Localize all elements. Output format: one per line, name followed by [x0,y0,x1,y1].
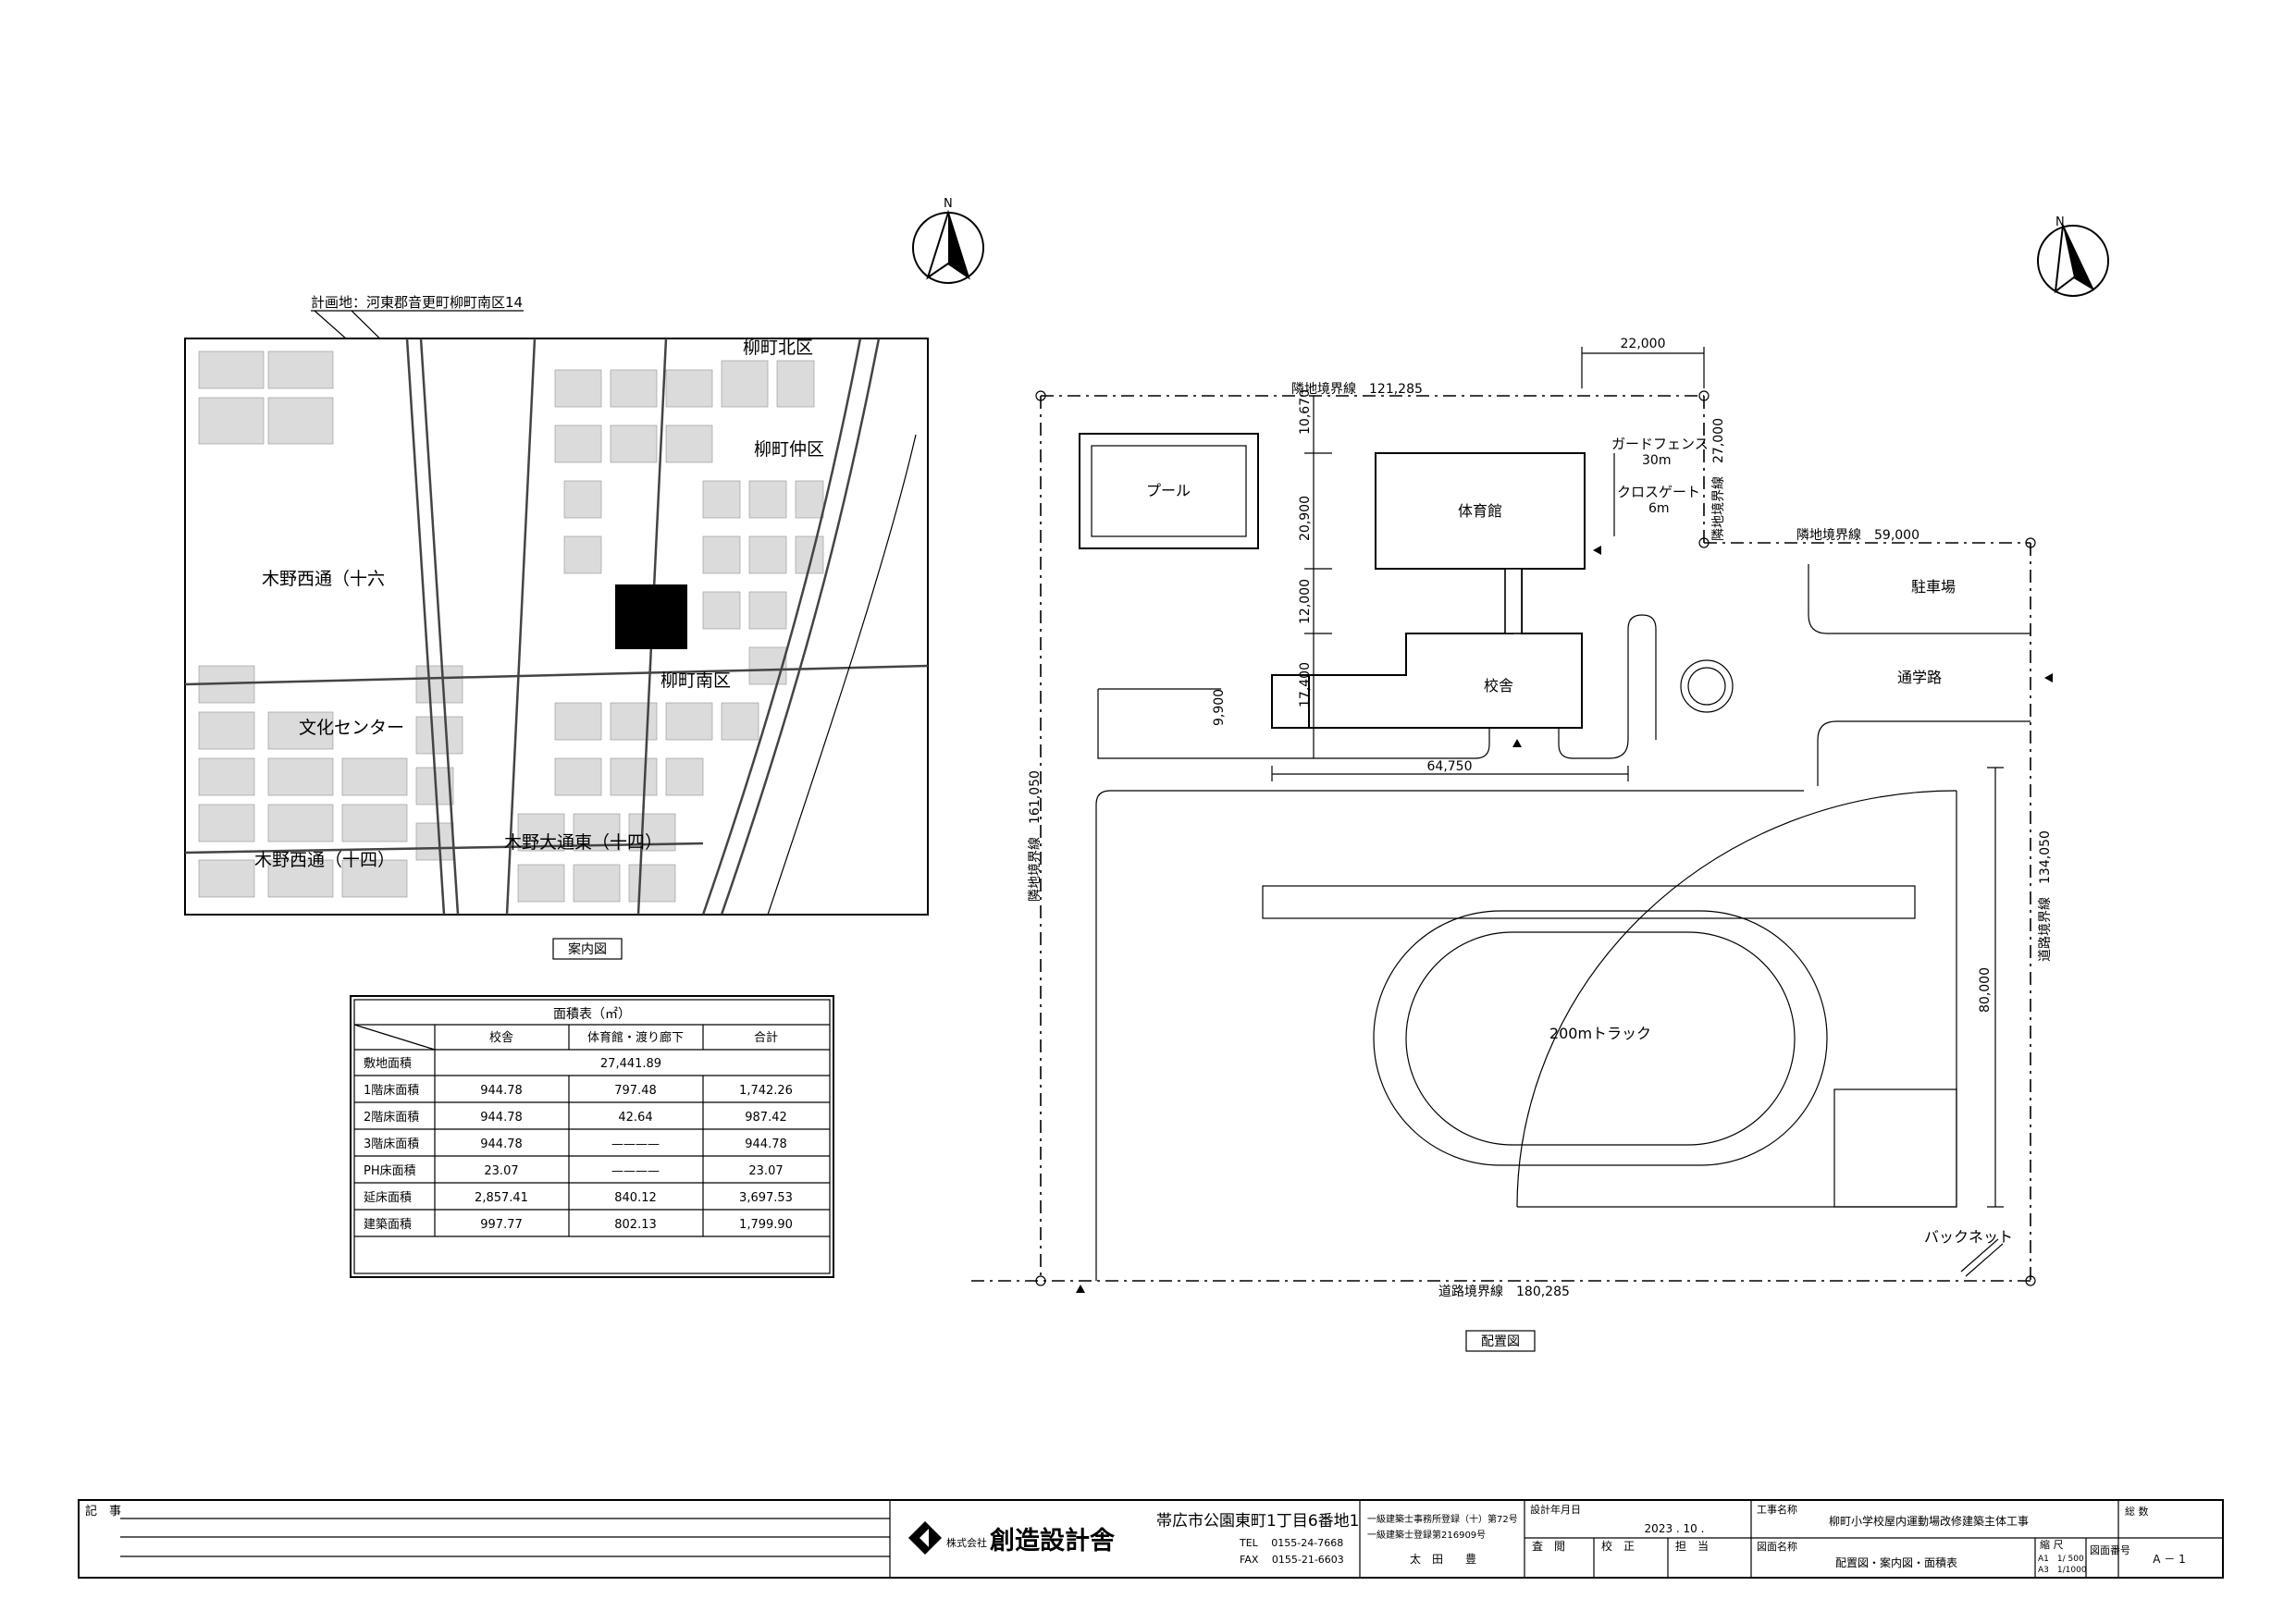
table-cell: 延床面積 [364,1191,412,1205]
design-date-label: 設計年月日 [1530,1503,1581,1516]
label-yanagimachi-minami: 柳町南区 [660,670,731,691]
approve-label-check: 校 正 [1601,1539,1635,1553]
project-name: 柳町小学校屋内運動場改修建築主体工事 [1829,1514,2029,1528]
boundary-top: 隣地境界線 121,285 [1291,382,1423,397]
col-header-gym: 体育館・渡り廊下 [587,1030,684,1045]
table-cell: 944.78 [480,1111,523,1125]
label-yanagimachi-kita: 柳町北区 [743,338,813,358]
license-architect: 一級建築士登録第216909号 [1367,1529,1486,1541]
approve-label-charge: 担 当 [1675,1540,1709,1553]
table-cell: 987.42 [745,1111,787,1125]
pool-label: プール [1146,482,1191,499]
parking-label: 駐車場 [1911,578,1956,596]
label-kino-odori-higashi: 木野大通東（十四） [504,832,662,853]
dim-9900: 9,900 [1212,689,1227,726]
gym-label: 体育館 [1458,502,1502,520]
cross-gate-label: クロスゲート [1617,484,1700,500]
title-block: 記 事 株式会社 創造設計舎 帯広市公園東町1丁目6番地1 TEL 0155-2… [78,1499,2224,1579]
backnet-label: バックネット [1924,1228,2013,1246]
table-cell: 2,857.41 [475,1191,528,1205]
north-arrow-right: N [2037,215,2109,297]
guard-fence-label: ガードフェンス [1611,436,1709,452]
guard-fence-length: 30m [1642,453,1671,468]
project-label: 工事名称 [1757,1503,1797,1516]
company-name: 創造設計舎 [990,1526,1115,1555]
dim-64750: 64,750 [1427,759,1473,774]
table-cell: 27,441.89 [600,1057,661,1071]
design-date: 2023 . 10 . [1645,1522,1705,1535]
table-cell: 敷地面積 [364,1057,412,1071]
boundary-left: 隣地境界線 161,050 [1028,770,1043,902]
site-note: 計画地：河東郡音更町柳町南区14 [311,294,523,311]
license-office: 一級建築士事務所登録（十）第72号 [1367,1513,1518,1525]
sheet-no: A － 1 [2153,1553,2185,1566]
col-header-total: 合計 [754,1030,778,1045]
table-cell: 3階床面積 [364,1137,419,1151]
drawing-name: 配置図・案内図・面積表 [1835,1555,1957,1569]
site-plan: プール 体育館 校舎 駐車場 通学路 200mトラック バックネ [971,337,2053,1299]
scale-a3: A3 1/1000 [2038,1566,2087,1575]
scale-label: 縮 尺 [2040,1538,2064,1551]
company-tel: TEL 0155-24-7668 [1239,1537,1343,1549]
boundary-right-lower: 道路境界線 134,050 [2038,830,2053,962]
table-cell: 23.07 [748,1164,783,1178]
table-cell: 1,742.26 [739,1084,793,1098]
col-header-school: 校舎 [489,1030,513,1045]
table-cell: 944.78 [745,1137,787,1151]
boundary-right-mid: 隣地境界線 59,000 [1796,528,1920,543]
dim-17400: 17,400 [1298,662,1313,707]
table-cell: 42.64 [618,1111,652,1125]
school-label: 校舎 [1484,677,1513,695]
notes-label: 記 事 [85,1504,121,1518]
table-cell: 1階床面積 [364,1084,419,1098]
guide-map-caption: 案内図 [568,941,607,957]
north-label: N [944,197,953,211]
table-cell: ———— [611,1137,660,1151]
company-prefix: 株式会社 [946,1536,987,1549]
dim-20900: 20,900 [1298,496,1313,541]
table-cell: 944.78 [480,1084,523,1098]
north-arrow-left: N [912,197,984,284]
table-cell: 944.78 [480,1137,523,1151]
table-cell: PH床面積 [364,1164,416,1178]
drawing-label: 図面名称 [1757,1540,1797,1553]
path-label: 通学路 [1897,669,1942,686]
track-label: 200mトラック [1549,1025,1651,1042]
site-marker [615,584,687,649]
cross-gate-length: 6m [1648,501,1670,516]
table-cell: 建築面積 [364,1218,412,1232]
label-bunka-center: 文化センター [299,718,404,738]
table-cell: ———— [611,1164,660,1178]
table-cell: 802.13 [614,1218,657,1232]
dim-80000: 80,000 [1978,967,1993,1013]
table-cell: 23.07 [484,1164,518,1178]
sheet-no-label: 図面番号 [2090,1544,2130,1556]
label-yanagimachi-naka: 柳町仲区 [754,439,824,460]
table-cell: 1,799.90 [739,1218,793,1232]
dim-22000: 22,000 [1621,337,1666,351]
dim-10670: 10,670 [1298,389,1313,435]
table-cell: 840.12 [614,1191,657,1205]
boundary-right-upper: 隣地境界線 27,000 [1711,418,1726,541]
table-cell: 797.48 [614,1084,657,1098]
sheets-label: 総 数 [2125,1505,2149,1518]
area-table-title: 面積表（㎡） [553,1007,631,1022]
architect-name: 太 田 豊 [1410,1552,1476,1566]
boundary-bottom: 道路境界線 180,285 [1438,1285,1570,1299]
label-kino-nishi-16: 木野西通（十六 [262,569,385,589]
table-cell: 997.77 [480,1218,523,1232]
label-kino-nishi-14: 木野西通（十四） [254,850,395,870]
table-cell: 2階床面積 [364,1111,419,1125]
approve-label-inspect: 査 閲 [1532,1540,1565,1553]
svg-text:N: N [2055,215,2065,229]
dim-12000: 12,000 [1298,579,1313,624]
guide-map: 柳町北区 柳町仲区 木野西通（十六 柳町南区 文化センター 木野西通（十四） 木… [184,338,929,916]
table-cell: 3,697.53 [739,1191,793,1205]
site-plan-caption: 配置図 [1481,1334,1520,1349]
company-address: 帯広市公園東町1丁目6番地1 [1156,1512,1359,1531]
scale-a1: A1 1/ 500 [2038,1555,2084,1564]
company-fax: FAX 0155-21-6603 [1240,1554,1344,1566]
area-table: 面積表（㎡） 校舎 体育館・渡り廊下 合計 敷地面積 27,441.89 1階床… [350,995,834,1278]
